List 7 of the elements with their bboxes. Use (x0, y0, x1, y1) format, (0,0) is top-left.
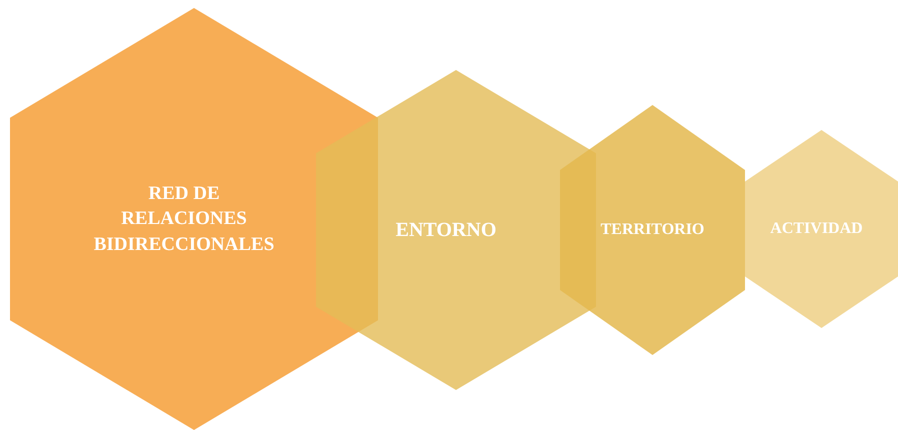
hexagon-label: ACTIVIDAD (770, 219, 863, 240)
hexagon-label: ENTORNO (396, 218, 496, 242)
hexagon (560, 105, 745, 355)
hexagon-label: RED DE RELACIONES BIDIRECCIONALES (92, 182, 276, 257)
hexagon (10, 8, 378, 430)
hexagon-label: TERRITORIO (600, 220, 704, 240)
hexagon (745, 130, 898, 328)
